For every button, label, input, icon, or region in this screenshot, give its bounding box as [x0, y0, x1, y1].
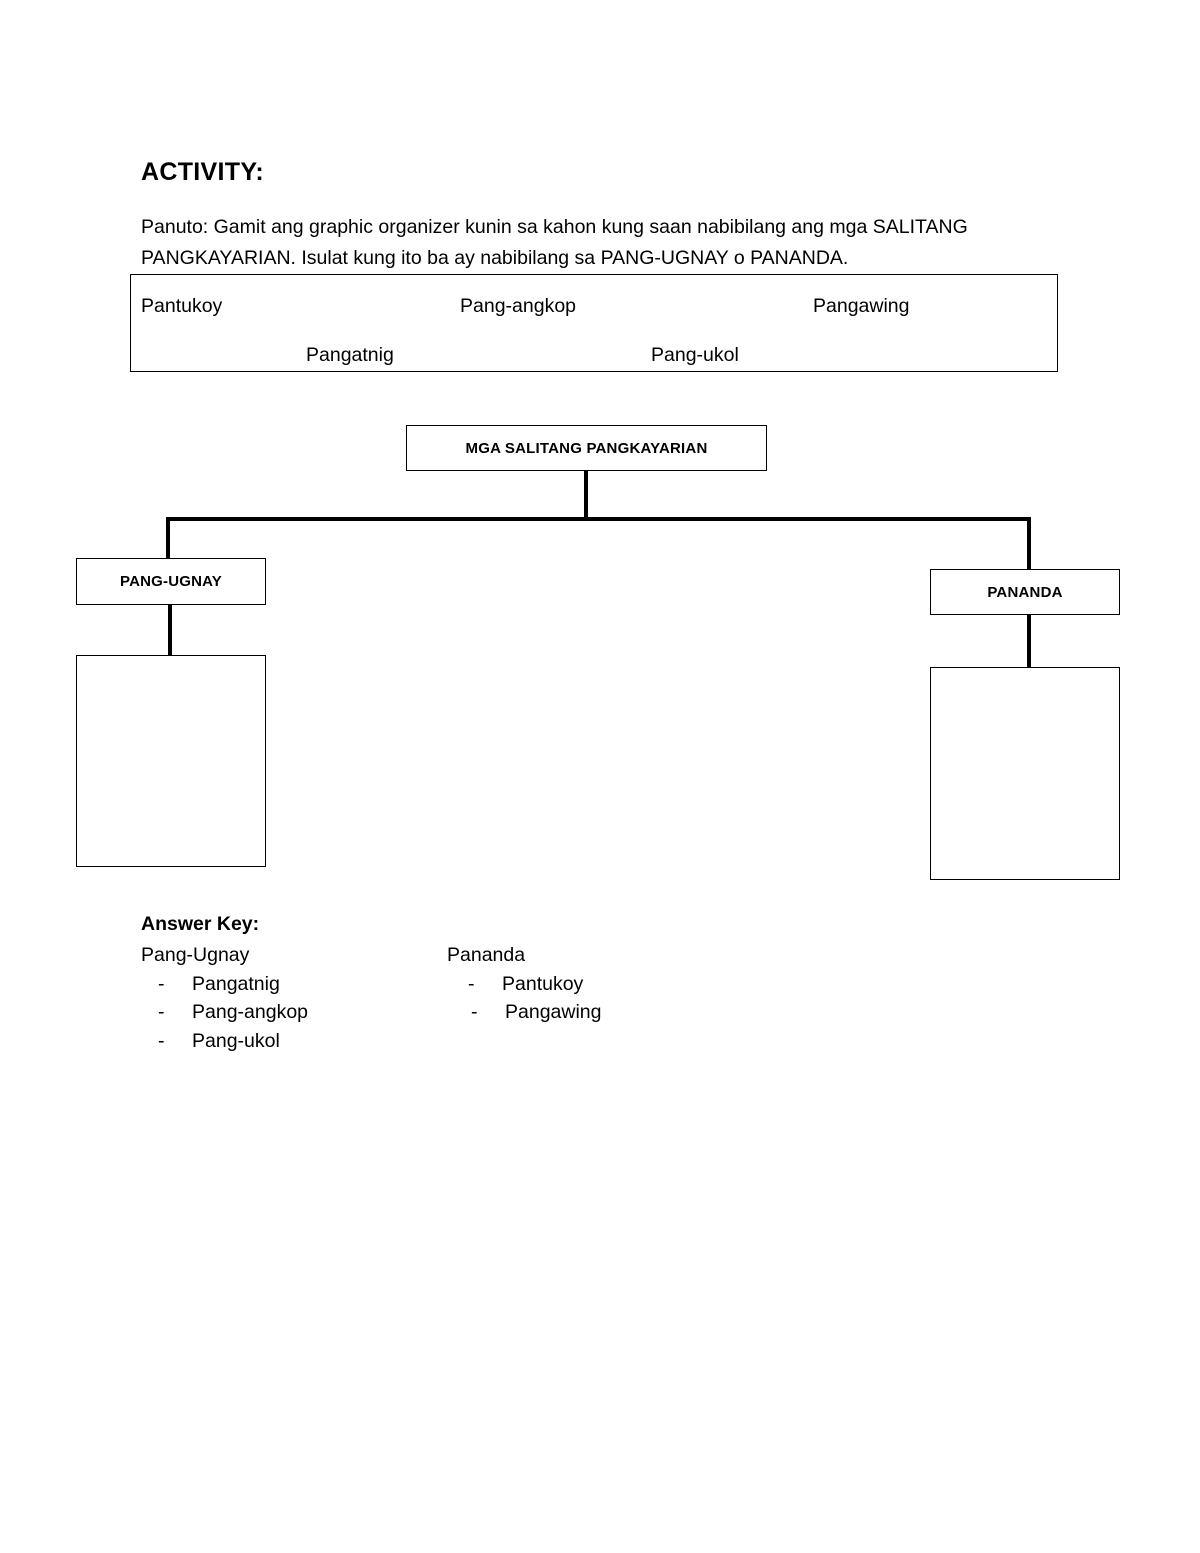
bullet-dash: -	[158, 973, 165, 995]
pananda-answer-box[interactable]	[930, 667, 1120, 880]
word-bank-item: Pang-ukol	[651, 344, 739, 366]
answer-key-item: - Pang-ukol	[158, 1030, 280, 1053]
word-bank-item: Pang-angkop	[460, 295, 577, 317]
word-bank-item: Pangawing	[813, 295, 910, 317]
answer-key-item: - Pangatnig	[158, 973, 280, 996]
answer-key-item: - Pangawing	[471, 1001, 602, 1024]
answer-key-item: - Pantukoy	[468, 973, 583, 996]
pang-ugnay-node: PANG-UGNAY	[76, 558, 266, 605]
answer-key-item-label: Pang-angkop	[192, 1001, 309, 1023]
word-bank-item: Pantukoy	[141, 295, 223, 317]
activity-heading: ACTIVITY:	[141, 158, 265, 186]
bullet-dash: -	[468, 973, 475, 995]
answer-key-title: Answer Key:	[141, 913, 260, 935]
answer-key-item: - Pang-angkop	[158, 1001, 308, 1024]
answer-key-item-label: Pangatnig	[192, 973, 280, 995]
bullet-dash: -	[158, 1001, 165, 1023]
answer-key-item-label: Pang-ukol	[192, 1030, 280, 1052]
answer-key-item-label: Pantukoy	[502, 973, 584, 995]
root-node: MGA SALITANG PANGKAYARIAN	[406, 425, 767, 471]
instructions-text: Panuto: Gamit ang graphic organizer kuni…	[141, 216, 968, 269]
pang-ugnay-answer-box[interactable]	[76, 655, 266, 867]
answer-key-item-label: Pangawing	[505, 1001, 602, 1023]
pananda-node: PANANDA	[930, 569, 1120, 615]
answer-key-pang-ugnay-title: Pang-Ugnay	[141, 944, 250, 966]
bullet-dash: -	[158, 1030, 165, 1052]
bullet-dash: -	[471, 1001, 478, 1023]
answer-key-pananda-title: Pananda	[447, 944, 526, 966]
word-bank-box: Pantukoy Pang-angkop Pangawing Pangatnig…	[130, 274, 1058, 372]
word-bank-item: Pangatnig	[306, 344, 394, 366]
